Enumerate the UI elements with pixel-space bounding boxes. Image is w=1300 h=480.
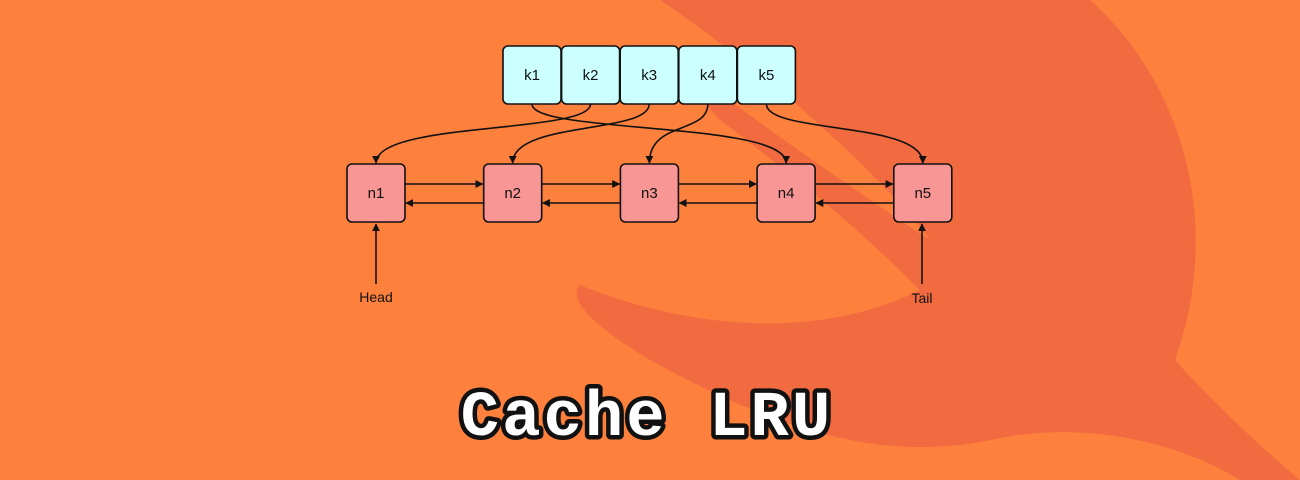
tail-pointer: Tail — [911, 223, 933, 306]
mapping-arrow-k3-n2 — [508, 103, 650, 164]
key-box-k1: k1 — [502, 45, 562, 105]
node-label: n4 — [778, 185, 795, 202]
key-array: k1 k2 k3 k4 k5 — [502, 45, 797, 105]
node-box-n3: n3 — [619, 163, 680, 223]
key-box-k5: k5 — [736, 45, 797, 105]
head-pointer: Head — [359, 223, 393, 305]
node-box-shape — [619, 163, 680, 223]
mapping-arrow-k2-n1 — [372, 103, 592, 164]
key-label: k4 — [700, 67, 716, 84]
mapping-arrow-k4-n3 — [645, 103, 709, 164]
key-box-k2: k2 — [560, 45, 621, 105]
node-box-shape — [892, 163, 953, 223]
mapping-arrow-k5-n5 — [765, 103, 927, 164]
background-logo-shape — [576, 0, 1300, 480]
node-box-n2: n2 — [482, 163, 543, 223]
head-label: Head — [359, 289, 392, 305]
node-label: n1 — [368, 185, 385, 202]
node-box-shape — [756, 163, 816, 223]
node-box-n4: n4 — [756, 163, 816, 223]
linked-list-nodes: n1 n2 n3 n4 n5 — [346, 163, 953, 223]
key-label: k5 — [758, 67, 774, 84]
node-box-shape — [346, 163, 406, 223]
node-label: n5 — [914, 185, 931, 202]
key-box-shape — [736, 45, 797, 105]
node-box-n1: n1 — [346, 163, 406, 223]
key-box-k3: k3 — [619, 45, 680, 105]
diagram-edges — [372, 103, 927, 207]
key-box-k4: k4 — [677, 45, 738, 105]
page-title: Cache LRU — [461, 383, 834, 455]
key-label: k3 — [641, 67, 657, 84]
node-label: n3 — [641, 185, 658, 202]
tail-label: Tail — [911, 290, 932, 306]
node-box-n5: n5 — [892, 163, 953, 223]
key-label: k2 — [583, 67, 599, 84]
mapping-arrow-k1-n4 — [531, 103, 791, 164]
node-box-shape — [482, 163, 543, 223]
key-label: k1 — [524, 67, 540, 84]
node-label: n2 — [504, 185, 521, 202]
